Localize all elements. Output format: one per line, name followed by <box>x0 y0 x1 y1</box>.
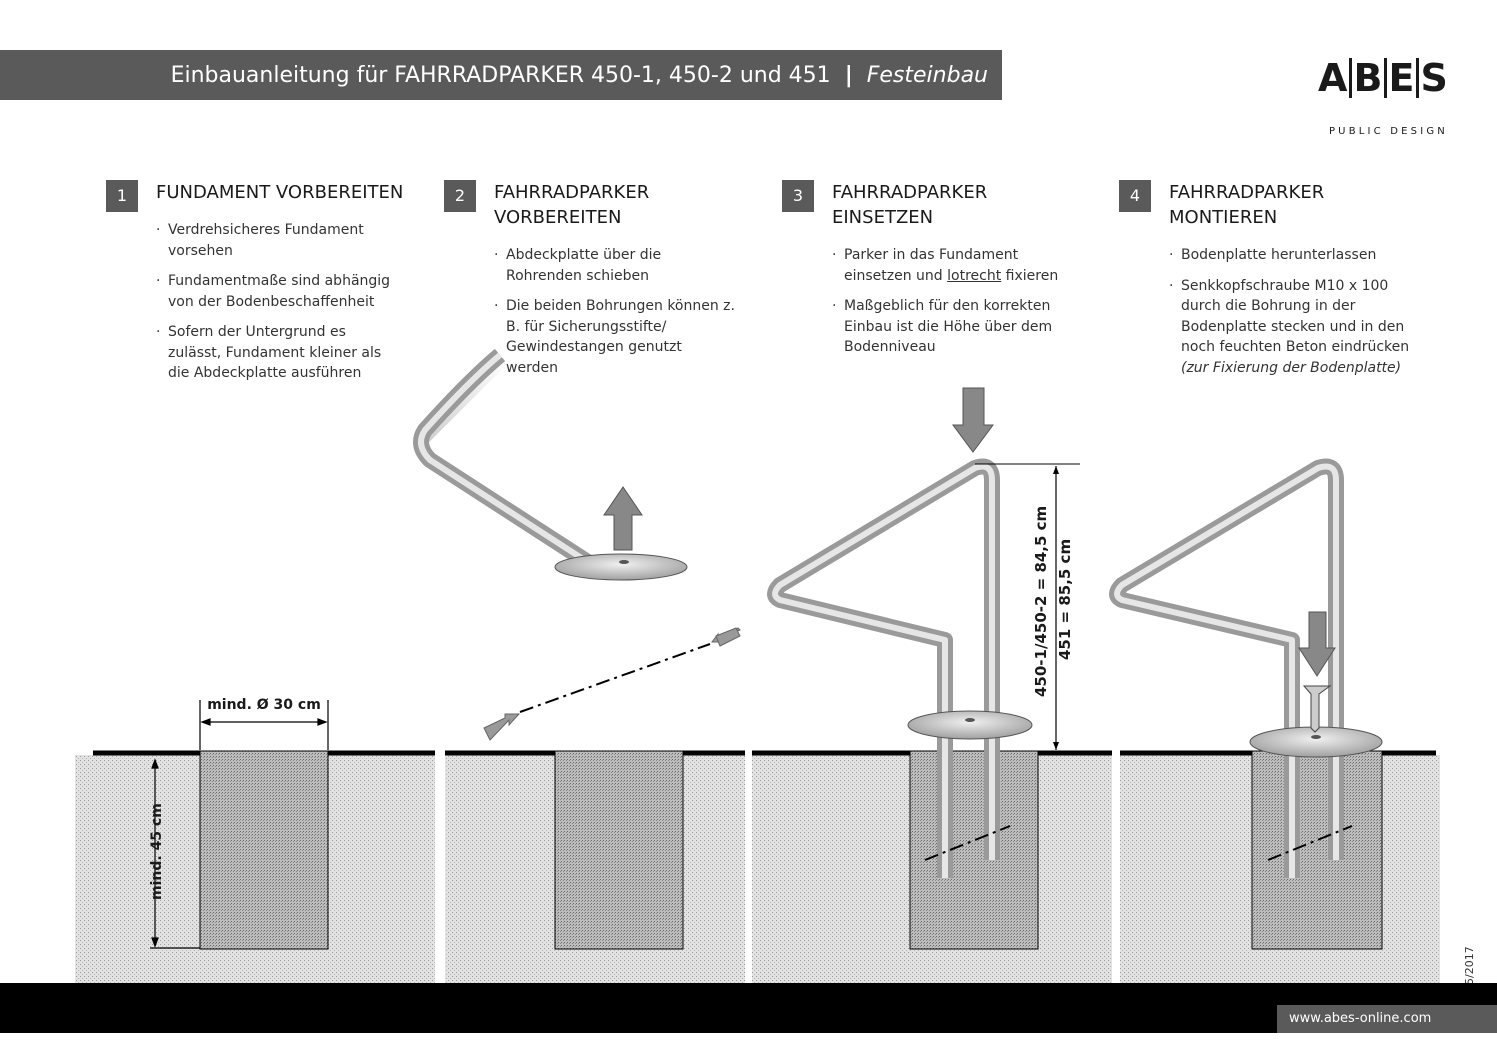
list-item-text: Parker in das Fundament einsetzen und <box>844 247 1019 284</box>
list-item: Senkkopfschraube M10 x 100 durch die Boh… <box>1169 276 1417 379</box>
step-heading: FAHRRADPARKER VORBEREITEN <box>494 182 650 228</box>
width-dimension-label: mind. Ø 30 cm <box>207 697 321 713</box>
logo-letter-e: E <box>1388 56 1415 100</box>
step3-parker <box>767 387 1080 878</box>
logo-divider <box>1348 58 1352 98</box>
list-item-text: Senkkopfschraube M10 x 100 durch die Boh… <box>1181 277 1410 356</box>
step2-parker <box>413 320 741 741</box>
abes-logo: A B E S PUBLIC DESIGN <box>1318 58 1448 138</box>
height-dimension-label-1: 450-1/450-2 = 84,5 cm <box>1032 505 1050 697</box>
list-item: Die beiden Bohrungen können z. B. für Si… <box>494 296 738 378</box>
dimension-lines-step1 <box>150 700 329 949</box>
logo-divider <box>1416 58 1420 98</box>
step-bullets: Verdrehsicheres Fundament vorsehen Funda… <box>156 220 446 394</box>
step-number: 4 <box>1119 180 1151 212</box>
step-bullets: Bodenplatte herunterlassen Senkkopfschra… <box>1169 245 1459 388</box>
title-separator: | <box>844 62 853 88</box>
italic-note: (zur Fixierung der Bodenplatte) <box>1181 359 1402 376</box>
list-item: Maßgeblich für den korrekten Einbau ist … <box>832 296 1069 358</box>
document-title-bar: Einbauanleitung für FAHRRADPARKER 450-1,… <box>0 50 1002 100</box>
list-item: Verdrehsicheres Fundament vorsehen <box>156 220 383 261</box>
step-heading: FAHRRADPARKER MONTIEREN <box>1169 182 1325 228</box>
step-number: 3 <box>782 180 814 212</box>
step-heading: FUNDAMENT VORBEREITEN <box>156 182 404 203</box>
list-item: Abdeckplatte über die Rohrenden schieben <box>494 245 666 286</box>
logo-letter-s: S <box>1420 56 1448 100</box>
footer-url-link[interactable]: www.abes-online.com <box>1277 1005 1497 1033</box>
step-bullets: Abdeckplatte über die Rohrenden schieben… <box>494 245 784 388</box>
document-subtitle: Festeinbau <box>866 62 988 88</box>
document-title: Einbauanleitung für FAHRRADPARKER 450-1,… <box>170 62 831 88</box>
logo-tagline: PUBLIC DESIGN <box>1328 126 1448 137</box>
footer-bar <box>0 983 1497 1033</box>
logo-letter-a: A <box>1318 56 1348 100</box>
concrete-foundations <box>199 750 1383 950</box>
step-bullets: Parker in das Fundament einsetzen und lo… <box>832 245 1122 368</box>
underlined-term: lotrecht <box>947 267 1002 284</box>
step-number: 1 <box>106 180 138 212</box>
depth-dimension-label: mind. 45 cm <box>149 803 165 900</box>
step-number: 2 <box>444 180 476 212</box>
list-item: Parker in das Fundament einsetzen und lo… <box>832 245 1069 286</box>
step4-parker <box>1109 458 1383 878</box>
height-dimension-label-2: 451 = 85,5 cm <box>1056 538 1074 660</box>
list-item: Fundamentmaße sind abhängig von der Bode… <box>156 271 393 312</box>
list-item-text: fixieren <box>1001 267 1059 284</box>
logo-letter-b: B <box>1353 56 1383 100</box>
list-item: Bodenplatte herunterlassen <box>1169 245 1421 266</box>
logo-divider <box>1383 58 1387 98</box>
list-item: Sofern der Untergrund es zulässt, Fundam… <box>156 322 393 384</box>
step-heading: FAHRRADPARKER EINSETZEN <box>832 182 988 228</box>
